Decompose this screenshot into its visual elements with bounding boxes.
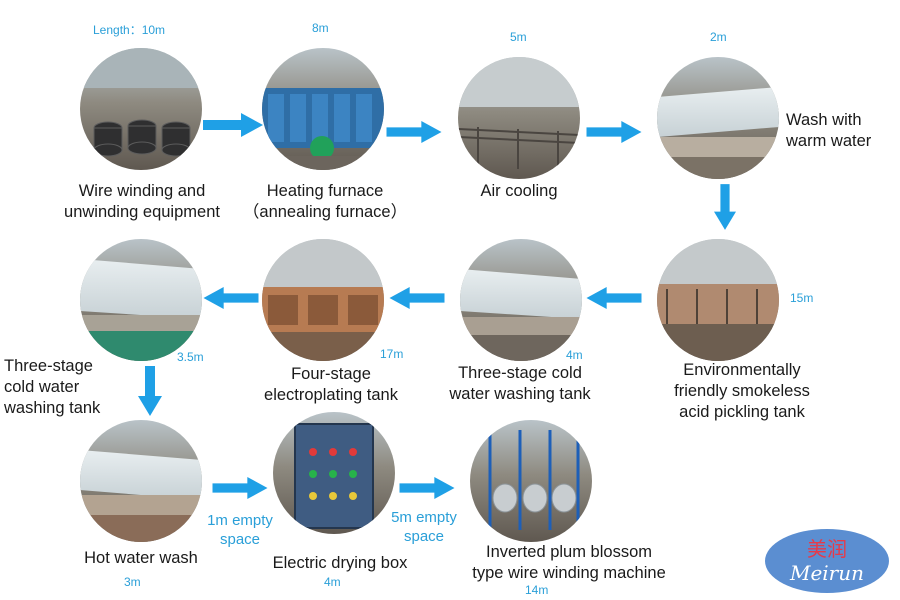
gap-label: 5m empty space (374, 508, 474, 546)
step-length: 3m (124, 575, 141, 589)
logo-chinese: 美润 (807, 537, 847, 561)
spools-icon (80, 48, 202, 170)
step-label: Inverted plum blossom type wire winding … (446, 542, 692, 584)
tank-icon (80, 420, 202, 542)
arrow-left-icon (203, 287, 259, 309)
arrow-down-icon (138, 365, 162, 417)
cooling-rack-icon (458, 57, 580, 179)
step-length: 2m (710, 30, 727, 44)
tank-icon (262, 239, 384, 361)
step-label: Heating furnace （annealing furnace） (236, 181, 414, 223)
step-length: 3.5m (177, 350, 204, 364)
step-length: 8m (312, 21, 329, 35)
winding-machine-icon (470, 420, 592, 542)
arrow-right-icon (386, 121, 442, 143)
arrow-right-icon (398, 477, 456, 499)
step-label: Three-stage cold water washing tank (4, 356, 124, 419)
arrow-down-icon (714, 184, 736, 230)
logo-latin: Meirun (789, 561, 864, 585)
tank-icon (460, 239, 582, 361)
step-length: 15m (790, 291, 813, 305)
tank-icon (657, 57, 779, 179)
step-label: Three-stage cold water washing tank (440, 363, 600, 405)
step-label: Hot water wash (66, 548, 216, 569)
arrow-right-icon (210, 477, 270, 499)
arrow-left-icon (388, 287, 446, 309)
step-label: Four-stage electroplating tank (246, 364, 416, 406)
step-label: Air cooling (458, 181, 580, 202)
step-length: Length：10m (93, 21, 165, 38)
gap-label: 1m empty space (190, 511, 290, 549)
step-length: 4m (566, 348, 583, 362)
arrow-right-icon (586, 121, 642, 143)
arrow-right-icon (203, 113, 263, 137)
tank-icon (657, 239, 779, 361)
step-length: 14m (525, 583, 548, 597)
furnace-icon (262, 48, 384, 170)
step-length: 17m (380, 347, 403, 361)
meirun-logo: 美润 Meirun (764, 528, 890, 594)
step-label: Environmentally friendly smokeless acid … (650, 360, 834, 423)
step-label: Wash with warm water (786, 110, 896, 152)
step-length: 5m (510, 30, 527, 44)
arrow-left-icon (585, 287, 643, 309)
step-label: Electric drying box (250, 553, 430, 574)
step-length: 4m (324, 575, 341, 589)
tank-icon (80, 239, 202, 361)
step-label: Wire winding and unwinding equipment (44, 181, 240, 223)
